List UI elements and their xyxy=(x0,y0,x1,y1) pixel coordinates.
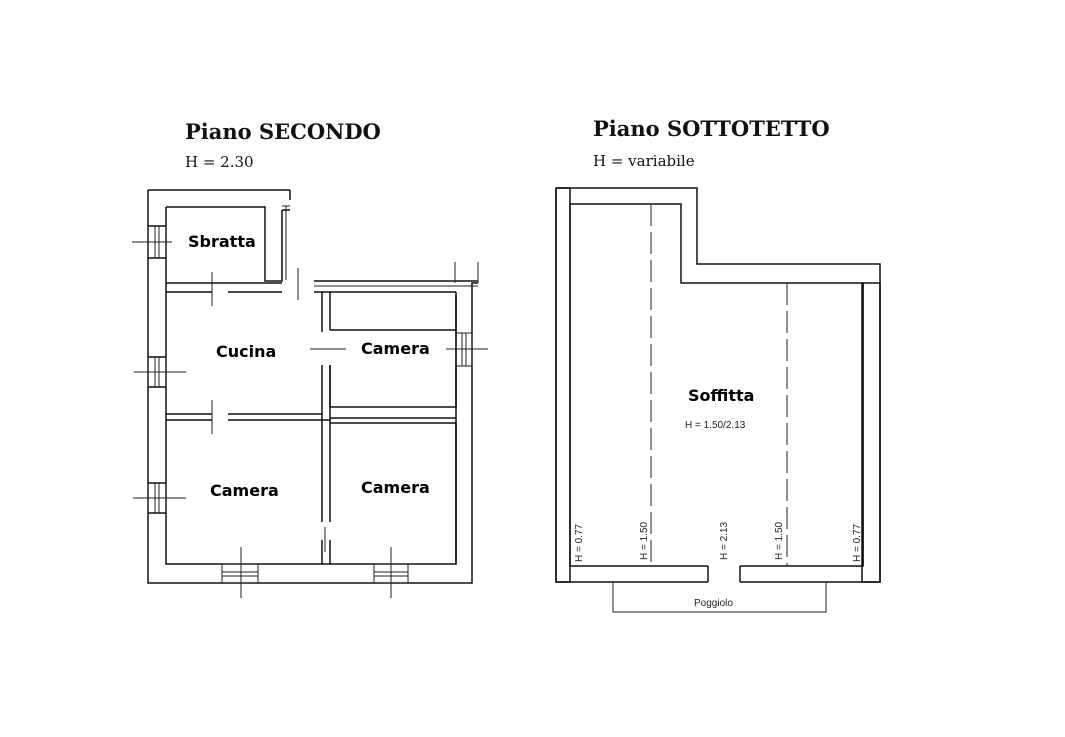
door-marks xyxy=(211,268,346,552)
room-label-camera-top-right: Camera xyxy=(361,339,430,358)
room-height-soffitta: H = 1.50/2.13 xyxy=(685,420,746,431)
height-mark-3: H = 2.13 xyxy=(719,521,730,560)
plan-title-secondo: Piano SECONDO xyxy=(185,119,381,144)
balcony-label: Poggiolo xyxy=(694,598,733,609)
windows-left-wall xyxy=(132,225,186,514)
plan-title-sottotetto: Piano SOTTOTETTO xyxy=(593,116,830,141)
plan-height-secondo: H = 2.30 xyxy=(185,153,254,171)
height-marks: H = 0.77 H = 1.50 H = 2.13 H = 1.50 H = … xyxy=(574,521,863,562)
windows-other xyxy=(221,332,488,598)
height-mark-2: H = 1.50 xyxy=(639,521,650,560)
room-label-sbratta: Sbratta xyxy=(188,232,256,251)
height-mark-1: H = 0.77 xyxy=(574,523,585,562)
plan-piano-secondo: Piano SECONDO H = 2.30 xyxy=(132,119,488,598)
room-label-cucina: Cucina xyxy=(216,342,276,361)
balcony: Poggiolo xyxy=(612,582,827,613)
height-mark-4: H = 1.50 xyxy=(774,521,785,560)
room-label-soffitta: Soffitta xyxy=(688,386,754,405)
plan-height-sottotetto: H = variabile xyxy=(593,152,695,170)
room-label-camera-bottom-left: Camera xyxy=(210,481,279,500)
room-label-camera-bottom-right: Camera xyxy=(361,478,430,497)
attic-walls xyxy=(555,187,881,583)
height-lines xyxy=(650,204,788,566)
height-mark-5: H = 0.77 xyxy=(852,523,863,562)
interior-walls xyxy=(166,282,457,564)
plan-piano-sottotetto: Piano SOTTOTETTO H = variabile Poggiolo … xyxy=(555,116,881,613)
